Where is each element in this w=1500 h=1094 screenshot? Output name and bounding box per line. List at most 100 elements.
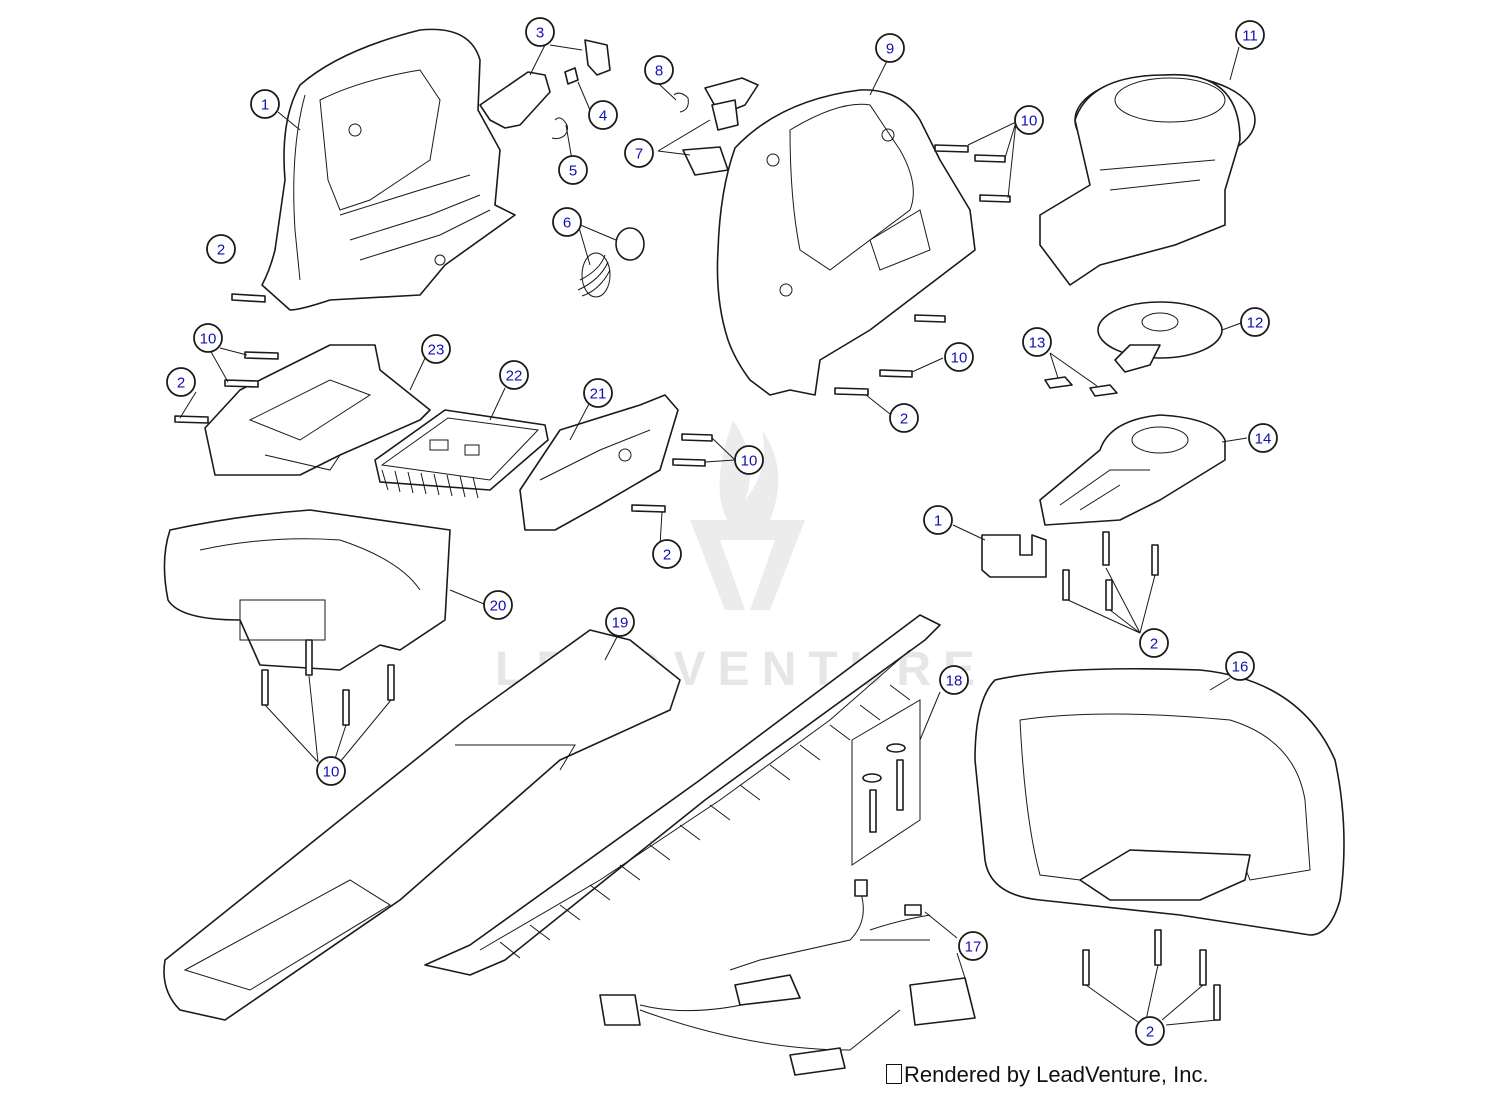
- part-23-lower-housing: [204, 344, 431, 476]
- callout-circle: [939, 665, 969, 695]
- callout-2: 2: [1139, 628, 1169, 658]
- callout-label: 10: [200, 331, 217, 348]
- callout-label: 10: [1021, 113, 1038, 130]
- callout-circle: [250, 89, 280, 119]
- callout-label: 4: [599, 108, 607, 125]
- callout-11: 11: [1235, 20, 1265, 50]
- callout-label: 1: [934, 513, 942, 530]
- callout-label: 9: [886, 41, 894, 58]
- callout-circle: [552, 207, 582, 237]
- callout-label: 20: [490, 598, 507, 615]
- callout-12: 12: [1240, 307, 1270, 337]
- callout-label: 7: [635, 146, 643, 163]
- callout-6: 6: [552, 207, 582, 237]
- callout-circle: [1022, 327, 1052, 357]
- callout-5: 5: [558, 155, 588, 185]
- callout-label: 2: [1146, 1024, 1154, 1041]
- part-18-blade: [424, 614, 941, 976]
- callout-label: 6: [563, 215, 571, 232]
- callout-circle: [483, 590, 513, 620]
- credit-line: Rendered by LeadVenture, Inc.: [886, 1062, 1209, 1088]
- part-21-side-cover: [519, 394, 679, 531]
- callout-label: 11: [1242, 28, 1258, 45]
- callout-label: 18: [946, 673, 963, 690]
- callout-circle: [1248, 423, 1278, 453]
- part-14-gear-housing: [1039, 414, 1226, 526]
- callout-19: 19: [605, 607, 635, 637]
- callout-circle: [1240, 307, 1270, 337]
- callout-2: 2: [206, 234, 236, 264]
- callout-2: 2: [889, 403, 919, 433]
- callout-label: 13: [1029, 335, 1046, 352]
- part-3-trigger: [479, 39, 611, 140]
- screws: [174, 144, 1221, 1021]
- part-1-clip: [981, 534, 1047, 578]
- callout-circle: [1014, 105, 1044, 135]
- callout-2: 2: [1135, 1016, 1165, 1046]
- callout-label: 12: [1247, 315, 1264, 332]
- callout-circle: [958, 931, 988, 961]
- callout-1: 1: [250, 89, 280, 119]
- callout-circle: [624, 138, 654, 168]
- callout-label: 3: [536, 25, 544, 42]
- callout-label: 8: [655, 63, 663, 80]
- callout-circle: [1235, 20, 1265, 50]
- callout-label: 2: [663, 547, 671, 564]
- callout-label: 22: [506, 368, 523, 385]
- callout-16: 16: [1225, 651, 1255, 681]
- callout-label: 1: [261, 97, 269, 114]
- callout-circle: [588, 100, 618, 130]
- callout-14: 14: [1248, 423, 1278, 453]
- callout-label: 2: [900, 411, 908, 428]
- document-icon: [886, 1064, 902, 1084]
- callout-circle: [923, 505, 953, 535]
- callout-label: 10: [323, 764, 340, 781]
- callout-1: 1: [923, 505, 953, 535]
- callout-circle: [525, 17, 555, 47]
- part-11-motor: [1039, 73, 1256, 286]
- callout-20: 20: [483, 590, 513, 620]
- callout-3: 3: [525, 17, 555, 47]
- callout-circle: [206, 234, 236, 264]
- callout-17: 17: [958, 931, 988, 961]
- callout-2: 2: [652, 539, 682, 569]
- callout-circle: [166, 367, 196, 397]
- callout-circle: [889, 403, 919, 433]
- callout-circle: [193, 323, 223, 353]
- credit-text: Rendered by LeadVenture, Inc.: [904, 1062, 1209, 1087]
- callout-22: 22: [499, 360, 529, 390]
- callout-10: 10: [1014, 105, 1044, 135]
- callout-circle: [1135, 1016, 1165, 1046]
- part-17-wire-harness: [599, 879, 976, 1076]
- part-6-spring: [577, 227, 645, 298]
- callout-21: 21: [583, 378, 613, 408]
- callout-label: 14: [1255, 431, 1272, 448]
- callout-7: 7: [624, 138, 654, 168]
- callout-circle: [875, 33, 905, 63]
- callout-2: 2: [166, 367, 196, 397]
- callout-circle: [652, 539, 682, 569]
- callout-label: 19: [612, 615, 629, 632]
- callout-10: 10: [193, 323, 223, 353]
- callout-circle: [1139, 628, 1169, 658]
- callout-circle: [316, 756, 346, 786]
- callout-18: 18: [939, 665, 969, 695]
- callout-10: 10: [944, 342, 974, 372]
- part-9-main-handle: [716, 89, 976, 396]
- callout-circle: [421, 334, 451, 364]
- part-20-rear-handle: [163, 509, 451, 671]
- callout-circle: [734, 445, 764, 475]
- callout-label: 17: [965, 939, 982, 956]
- callout-label: 23: [428, 342, 445, 359]
- callout-label: 2: [177, 375, 185, 392]
- callout-circle: [499, 360, 529, 390]
- part-1-handle-housing: [231, 28, 516, 311]
- callout-label: 10: [741, 453, 758, 470]
- callout-8: 8: [644, 55, 674, 85]
- callout-9: 9: [875, 33, 905, 63]
- callout-label: 21: [590, 386, 607, 403]
- callout-label: 5: [569, 163, 577, 180]
- callout-circle: [644, 55, 674, 85]
- callout-circle: [944, 342, 974, 372]
